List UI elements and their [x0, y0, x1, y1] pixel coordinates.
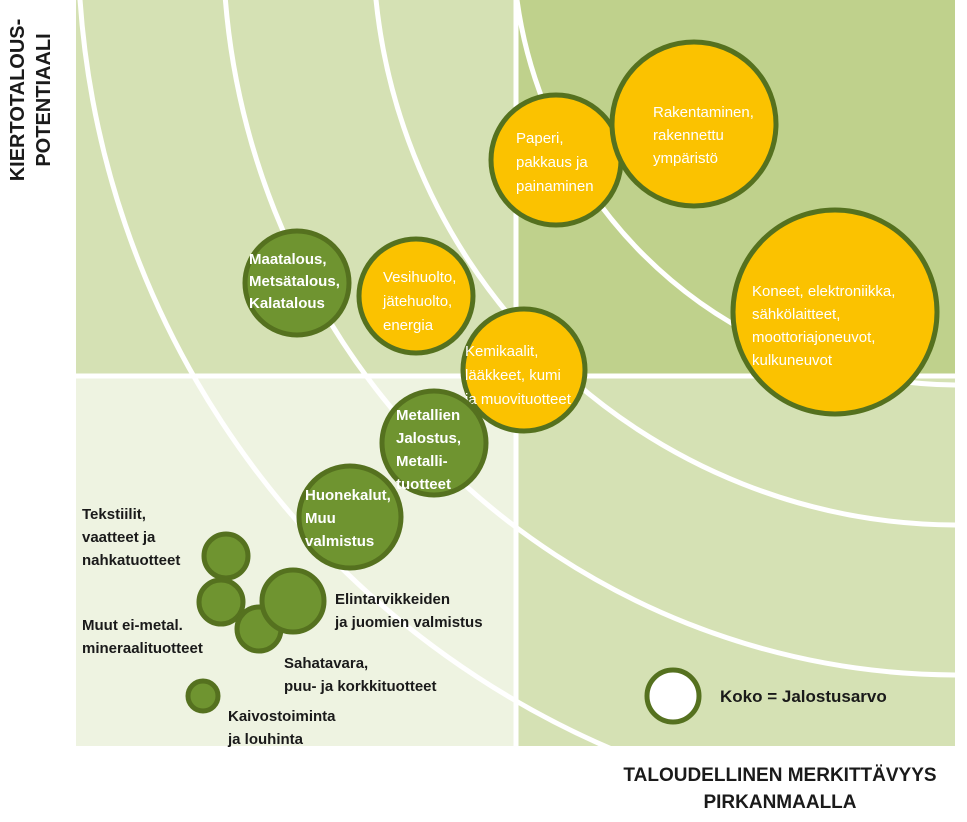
label-line: Sahatavara,: [284, 655, 368, 672]
legend: Koko = Jalostusarvo: [644, 667, 887, 725]
bubble-label-line: Kemikaalit,: [465, 343, 538, 360]
bubble-circle: [609, 39, 779, 209]
bubble-label-line: kulkuneuvot: [752, 352, 833, 369]
svg-text:Koneet, elektroniikka, s: Koneet, elektroniikka, sähkölaitteet, mo…: [752, 283, 900, 369]
bubble-label-line: Metallien: [396, 407, 460, 424]
bubble-elintarvikkeiden: [259, 567, 327, 635]
bubble-label-line: valmistus: [305, 533, 374, 550]
bubble-label-line: rakennettu: [653, 127, 724, 144]
bubble-label-line: pakkaus ja: [516, 154, 588, 171]
label-sahatavara: Sahatavara, puu- ja korkkituotteet: [284, 655, 437, 695]
bubble-label-line: Jalostus,: [396, 430, 461, 447]
bubble-label-line: Paperi,: [516, 130, 564, 147]
bubble-label-line: Kalatalous: [249, 295, 325, 312]
label-line: Elintarvikkeiden: [335, 591, 450, 608]
bubble-circle: [185, 678, 221, 714]
label-muut: Muut ei-metal. mineraalituotteet: [82, 617, 203, 657]
label-elintarvikkeiden: Elintarvikkeiden ja juomien valmistus: [334, 591, 483, 631]
bubble-koneet: Koneet, elektroniikka, sähkölaitteet, mo…: [730, 207, 940, 417]
bubble-kemikaalit: Kemikaalit, lääkkeet, kumi ja muovituott…: [460, 306, 588, 434]
svg-text:Kemikaalit, lääkkeet, ku: Kemikaalit, lääkkeet, kumi ja muovituott…: [464, 343, 572, 408]
bubble-label-line: sähkölaitteet,: [752, 306, 840, 323]
svg-text:Huonekalut, Muu va: Huonekalut, Muu valmistus: [305, 487, 395, 550]
label-line: ja louhinta: [227, 731, 304, 748]
bubble-label-line: ympäristö: [653, 150, 718, 167]
y-axis-label-line2: POTENTIAALI: [33, 33, 55, 166]
bubble-metallien: Metallien Jalostus, Metalli- tuotteet: [379, 388, 489, 498]
bubble-label-line: Vesihuolto,: [383, 269, 456, 286]
label-line: Muut ei-metal.: [82, 617, 183, 634]
bubble-label-line: Muu: [305, 510, 336, 527]
x-axis-label-line1: TALOUDELLINEN MERKITTÄVYYS: [623, 765, 936, 786]
bubble-label-line: ja muovituotteet: [464, 391, 572, 408]
svg-text:Maatalous, Metsätalous,: Maatalous, Metsätalous, Kalatalous: [249, 251, 344, 312]
y-axis-label-line1: KIERTOTALOUS-: [7, 19, 29, 182]
bubble-label-line: Rakentaminen,: [653, 104, 754, 121]
bubble-circle: [296, 463, 404, 571]
label-line: mineraalituotteet: [82, 640, 203, 657]
bubble-circle: [196, 577, 246, 627]
bubble-circle: [460, 306, 588, 434]
bubble-rakentaminen: Rakentaminen, rakennettu ympäristö: [609, 39, 779, 209]
legend-circle-icon: [644, 667, 702, 725]
label-line: puu- ja korkkituotteet: [284, 678, 437, 695]
bubble-label-line: lääkkeet, kumi: [465, 367, 561, 384]
svg-text:Paperi, pakkaus ja: Paperi, pakkaus ja painaminen: [516, 130, 594, 195]
label-tekstiilit: Tekstiilit, vaatteet ja nahkatuotteet: [82, 506, 180, 569]
bubble-muut: [196, 577, 246, 627]
bubble-tekstiilit: [201, 531, 251, 581]
svg-text:Vesihuolto, jätehuolto,: Vesihuolto, jätehuolto, energia: [382, 269, 461, 334]
label-line: nahkatuotteet: [82, 552, 180, 569]
bubble-label-line: jätehuolto,: [382, 293, 452, 310]
bubble-label-line: painaminen: [516, 178, 594, 195]
bubble-label-line: moottoriajoneuvot,: [752, 329, 875, 346]
bubble-circle: [259, 567, 327, 635]
svg-text:Metallien Jalostus,: Metallien Jalostus, Metalli- tuotteet: [396, 407, 465, 493]
x-axis-label-line2: PIRKANMAALLA: [703, 792, 856, 813]
label-line: Kaivostoiminta: [228, 708, 336, 725]
label-kaivostoiminta: Kaivostoiminta ja louhinta: [227, 708, 340, 748]
bubble-circle: [356, 236, 476, 356]
bubble-label-line: energia: [383, 317, 434, 334]
bubble-kaivostoiminta: [185, 678, 221, 714]
bubble-huonekalut: Huonekalut, Muu valmistus: [296, 463, 404, 571]
bubble-label-line: Koneet, elektroniikka,: [752, 283, 895, 300]
bubble-label-line: tuotteet: [396, 476, 451, 493]
bubble-circle: [242, 228, 352, 338]
bubble-circle: [730, 207, 940, 417]
quadrant-bottom-right: [516, 376, 955, 746]
bubble-label-line: Metsätalous,: [249, 273, 340, 290]
label-line: Tekstiilit,: [82, 506, 146, 523]
bubble-label-line: Maatalous,: [249, 251, 327, 268]
label-line: vaatteet ja: [82, 529, 156, 546]
bubble-paperi: Paperi, pakkaus ja painaminen: [488, 92, 624, 228]
label-line: ja juomien valmistus: [334, 614, 483, 631]
bubble-vesihuolto: Vesihuolto, jätehuolto, energia: [356, 236, 476, 356]
bubble-maatalous: Maatalous, Metsätalous, Kalatalous: [242, 228, 352, 338]
legend-label: Koko = Jalostusarvo: [720, 687, 887, 706]
bubble-label-line: Metalli-: [396, 453, 448, 470]
bubble-circle: [379, 388, 489, 498]
svg-text:Rakentaminen, rakennettu: Rakentaminen, rakennettu ympäristö: [653, 104, 758, 167]
bubble-circle: [201, 531, 251, 581]
bubble-label-line: Huonekalut,: [305, 487, 391, 504]
